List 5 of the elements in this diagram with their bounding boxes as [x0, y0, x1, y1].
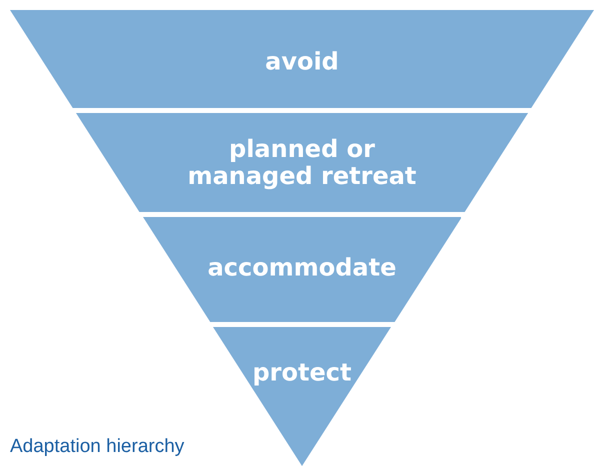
- band-label: protect: [252, 360, 352, 386]
- band-label: accommodate: [206, 254, 398, 282]
- caption: Adaptation hierarchy: [10, 436, 184, 458]
- band-label: planned or managed retreat: [186, 136, 418, 190]
- band-label: avoid: [264, 48, 340, 76]
